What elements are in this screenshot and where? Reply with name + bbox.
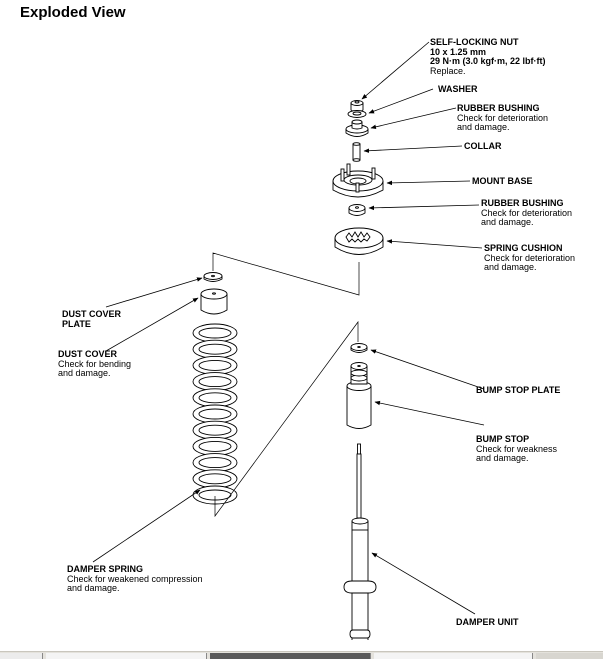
callout-note: and damage. bbox=[481, 217, 534, 227]
spring-coil-inner bbox=[198, 473, 232, 485]
spring-coil-inner bbox=[198, 376, 232, 388]
viewer-status-bar bbox=[0, 651, 603, 659]
callout-note: Check for weakness bbox=[476, 443, 558, 454]
callout-heading: MOUNT BASE bbox=[472, 176, 533, 186]
callout-rubber-bushing-upper: RUBBER BUSHING Check for deterioration a… bbox=[457, 103, 549, 133]
status-segment bbox=[374, 653, 533, 659]
callout-dust-cover: DUST COVER Check for bending and damage. bbox=[58, 349, 132, 379]
callout-dust-cover-plate: DUST COVER PLATE bbox=[62, 309, 122, 329]
callout-note: and damage. bbox=[67, 583, 120, 593]
leader-washer bbox=[368, 88, 434, 114]
leader-collar bbox=[363, 145, 463, 153]
bump-stop-part bbox=[346, 362, 372, 429]
dust-cover-plate-part bbox=[203, 272, 223, 282]
spring-coil-inner bbox=[198, 392, 232, 404]
callout-damper-spring: DAMPER SPRING Check for weakened compres… bbox=[67, 564, 203, 594]
spring-coil-inner bbox=[198, 359, 232, 371]
callout-heading: DUST COVER bbox=[58, 349, 118, 359]
callout-bump-stop-plate: BUMP STOP PLATE bbox=[476, 385, 561, 396]
spring-coil bbox=[192, 355, 238, 375]
callout-spring-cushion: SPRING CUSHION Check for deterioration a… bbox=[484, 243, 576, 273]
status-segment bbox=[536, 653, 603, 659]
spring-coil-inner bbox=[198, 424, 232, 436]
collar-part bbox=[352, 142, 361, 162]
callout-heading: DUST COVER bbox=[62, 309, 122, 319]
spring-coil bbox=[192, 469, 238, 489]
assembly-guide-lines bbox=[212, 252, 360, 518]
callout-note: Check for bending bbox=[58, 358, 132, 369]
washer-part bbox=[347, 110, 367, 118]
callout-note: and damage. bbox=[476, 453, 529, 463]
callout-washer: WASHER bbox=[438, 84, 478, 95]
leader-dust-cover bbox=[105, 297, 199, 352]
spring-coil-inner bbox=[198, 408, 232, 420]
callout-note: Check for deterioration bbox=[484, 252, 576, 263]
spring-coil bbox=[192, 372, 238, 392]
callout-heading: BUMP STOP bbox=[476, 434, 530, 444]
spring-coil-inner bbox=[198, 457, 232, 469]
status-segment bbox=[0, 653, 43, 659]
rubber-bushing-upper-part bbox=[345, 119, 369, 137]
leader-damper-unit bbox=[371, 552, 476, 615]
callout-note: Replace. bbox=[430, 65, 466, 76]
spring-coil bbox=[192, 404, 238, 424]
callout-heading: DAMPER UNIT bbox=[456, 617, 519, 627]
callout-heading: DAMPER SPRING bbox=[67, 564, 144, 574]
guide-line-lower bbox=[214, 320, 359, 518]
status-segment bbox=[46, 653, 207, 659]
callout-note: and damage. bbox=[58, 368, 111, 378]
callout-note: Check for deterioration bbox=[481, 207, 573, 218]
callout-collar: COLLAR bbox=[464, 141, 502, 152]
leader-damper-spring bbox=[92, 489, 201, 563]
callout-heading: PLATE bbox=[62, 318, 91, 329]
callout-note: and damage. bbox=[457, 122, 510, 132]
leader-dust-cover-plate bbox=[105, 277, 203, 308]
callout-heading: BUMP STOP PLATE bbox=[476, 385, 561, 395]
leader-rubber-bushing-upper bbox=[370, 107, 457, 130]
callout-heading: WASHER bbox=[438, 84, 478, 94]
damper-spring-part bbox=[192, 323, 238, 505]
spring-cushion-part bbox=[334, 227, 384, 255]
callout-heading: RUBBER BUSHING bbox=[457, 103, 540, 113]
leader-mount-base bbox=[386, 180, 471, 186]
leader-self-locking-nut bbox=[361, 41, 430, 100]
callout-note: Check for weakened compression bbox=[67, 573, 203, 584]
leader-bump-stop bbox=[374, 400, 485, 426]
leader-bump-stop-plate bbox=[370, 349, 485, 390]
spring-coil bbox=[192, 436, 238, 456]
callout-heading: RUBBER BUSHING bbox=[481, 198, 564, 208]
callout-rubber-bushing-lower: RUBBER BUSHING Check for deterioration a… bbox=[481, 198, 573, 228]
callout-bump-stop: BUMP STOP Check for weakness and damage. bbox=[476, 434, 558, 464]
leader-rubber-bushing-lower bbox=[368, 204, 480, 211]
spring-coil-inner bbox=[198, 327, 232, 339]
callout-mount-base: MOUNT BASE bbox=[472, 176, 533, 187]
spring-coil bbox=[192, 388, 238, 408]
callout-spec-torque: 29 N·m (3.0 kgf·m, 22 lbf·ft) bbox=[430, 56, 546, 66]
guide-line-upper bbox=[212, 252, 360, 296]
damper-unit-part bbox=[343, 443, 377, 640]
diagram-title: Exploded View bbox=[20, 4, 126, 21]
horizontal-scrollbar-thumb[interactable] bbox=[210, 653, 371, 659]
spring-coil bbox=[192, 323, 238, 343]
leader-spring-cushion bbox=[386, 239, 483, 249]
callout-note: and damage. bbox=[484, 262, 537, 272]
mount-base-part bbox=[332, 163, 384, 198]
spring-coil bbox=[192, 339, 238, 359]
callout-heading: COLLAR bbox=[464, 141, 502, 151]
callout-heading: SPRING CUSHION bbox=[484, 243, 563, 253]
self-locking-nut-part bbox=[350, 100, 364, 113]
dust-cover-part bbox=[200, 288, 228, 315]
callout-note: Check for deterioration bbox=[457, 112, 549, 123]
callout-spec-size: 10 x 1.25 mm bbox=[430, 46, 487, 57]
rubber-bushing-lower-part bbox=[348, 204, 366, 216]
spring-coil bbox=[192, 453, 238, 473]
callout-heading: SELF-LOCKING NUT bbox=[430, 37, 519, 47]
spring-coil bbox=[192, 420, 238, 440]
spring-coil-inner bbox=[198, 343, 232, 355]
bump-stop-plate-part bbox=[350, 343, 368, 353]
callout-self-locking-nut: SELF-LOCKING NUT 10 x 1.25 mm 29 N·m (3.… bbox=[430, 37, 546, 76]
spring-coil-inner bbox=[198, 440, 232, 452]
callout-damper-unit: DAMPER UNIT bbox=[456, 617, 519, 628]
